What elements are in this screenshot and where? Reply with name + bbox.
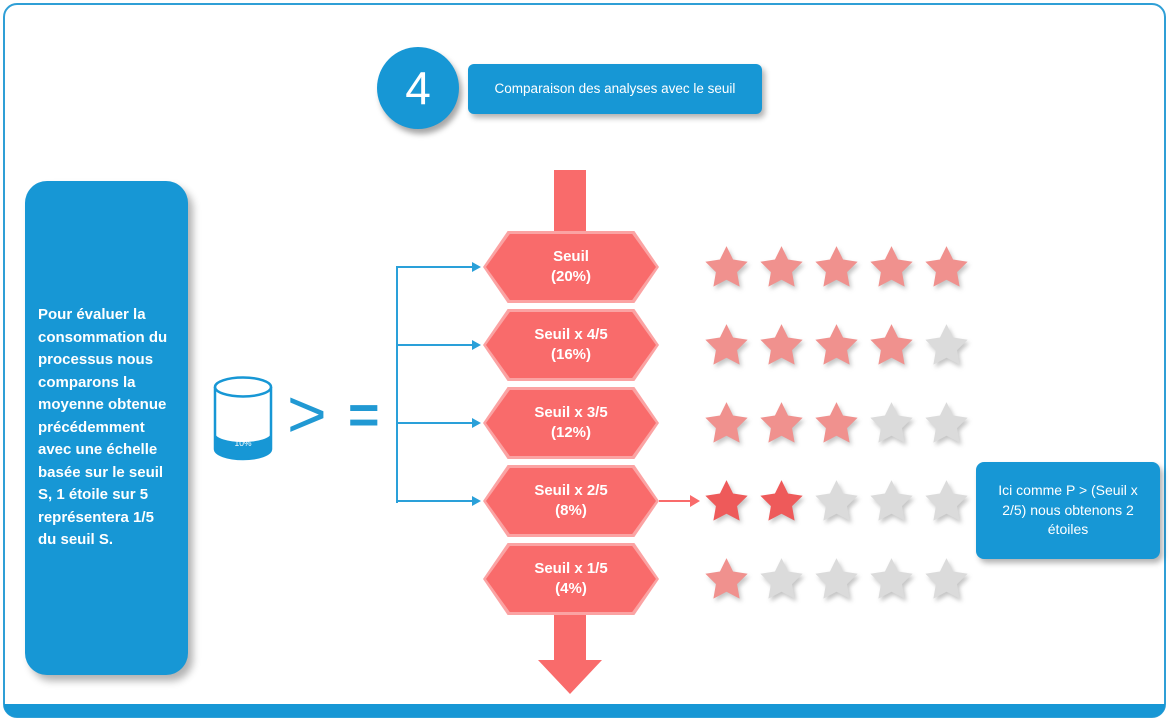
threshold-hexagon-4: Seuil x 2/5 (8%) <box>483 465 659 537</box>
step-number-badge: 4 <box>377 47 459 129</box>
hexagon-1-line2: (20%) <box>550 268 591 285</box>
result-callout-text: Ici comme P > (Seuil x 2/5) nous obtenon… <box>998 482 1138 538</box>
step-number: 4 <box>405 62 431 114</box>
flow-arrow-top <box>554 170 586 236</box>
hexagon-5-line1: Seuil x 1/5 <box>534 559 608 577</box>
star-filled-icon <box>705 558 748 599</box>
title-box: Comparaison des analyses avec le seuil <box>468 64 762 114</box>
flow-arrow-bottom-head-icon <box>538 660 602 694</box>
hexagon-1-line1: Seuil <box>553 247 589 265</box>
star-filled-icon <box>705 246 748 287</box>
star-filled-icon <box>760 402 803 443</box>
title-text: Comparaison des analyses avec le seuil <box>494 80 736 96</box>
star-filled-icon <box>870 246 913 287</box>
star-empty-icon <box>815 480 858 521</box>
star-filled-icon <box>815 246 858 287</box>
star-empty-icon <box>815 558 858 599</box>
bottom-accent-bar <box>4 704 1165 717</box>
star-empty-icon <box>870 558 913 599</box>
hexagon-4-line1: Seuil x 2/5 <box>534 481 608 499</box>
result-pointer-arrowhead-icon <box>690 495 700 507</box>
hexagon-3-line2: (12%) <box>550 424 591 441</box>
connector-arrowhead-4-icon <box>472 496 481 506</box>
connector-line-1 <box>396 266 472 268</box>
equals-symbol: = <box>348 385 380 445</box>
star-filled-icon <box>760 246 803 287</box>
connector-line-2 <box>396 344 472 346</box>
star-empty-icon <box>870 480 913 521</box>
description-panel: Pour évaluer la consommation du processu… <box>25 181 188 675</box>
star-filled-icon <box>760 324 803 365</box>
connector-vertical-line <box>396 266 398 503</box>
description-text: Pour évaluer la consommation du processu… <box>38 306 168 549</box>
threshold-hexagon-2: Seuil x 4/5 (16%) <box>483 309 659 381</box>
connector-line-3 <box>396 422 472 424</box>
star-empty-icon <box>760 558 803 599</box>
star-rating-row-2 <box>703 477 970 524</box>
star-rating-row-3 <box>703 399 970 446</box>
connector-arrowhead-2-icon <box>472 340 481 350</box>
star-filled-icon <box>760 480 803 521</box>
star-filled-icon <box>815 324 858 365</box>
greater-than-symbol: > <box>287 376 327 452</box>
connector-line-4 <box>396 500 472 502</box>
star-empty-icon <box>925 402 968 443</box>
threshold-hexagon-5: Seuil x 1/5 (4%) <box>483 543 659 615</box>
hexagon-2-line1: Seuil x 4/5 <box>534 325 608 343</box>
star-filled-icon <box>705 324 748 365</box>
result-pointer-line <box>659 500 690 502</box>
connector-arrowhead-3-icon <box>472 418 481 428</box>
hexagon-3-line1: Seuil x 3/5 <box>534 403 608 421</box>
hexagon-5-line2: (4%) <box>555 580 587 597</box>
star-rating-row-5 <box>703 243 970 290</box>
threshold-hexagon-3: Seuil x 3/5 (12%) <box>483 387 659 459</box>
star-rating-row-4 <box>703 321 970 368</box>
star-filled-icon <box>870 324 913 365</box>
star-filled-icon <box>925 246 968 287</box>
star-empty-icon <box>870 402 913 443</box>
hexagon-4-line2: (8%) <box>555 502 587 519</box>
database-level-label: 10% <box>234 438 251 448</box>
star-rating-row-1 <box>703 555 970 602</box>
result-callout: Ici comme P > (Seuil x 2/5) nous obtenon… <box>976 462 1160 559</box>
database-icon: 10% <box>212 376 274 464</box>
star-empty-icon <box>925 480 968 521</box>
flow-arrow-bottom-shaft <box>554 613 586 661</box>
star-filled-icon <box>815 402 858 443</box>
threshold-hexagon-1: Seuil (20%) <box>483 231 659 303</box>
hexagon-2-line2: (16%) <box>550 346 591 363</box>
connector-arrowhead-1-icon <box>472 262 481 272</box>
star-empty-icon <box>925 558 968 599</box>
star-empty-icon <box>925 324 968 365</box>
database-cylinder-icon: 10% <box>213 376 273 461</box>
star-filled-icon <box>705 402 748 443</box>
star-filled-icon <box>705 480 748 521</box>
